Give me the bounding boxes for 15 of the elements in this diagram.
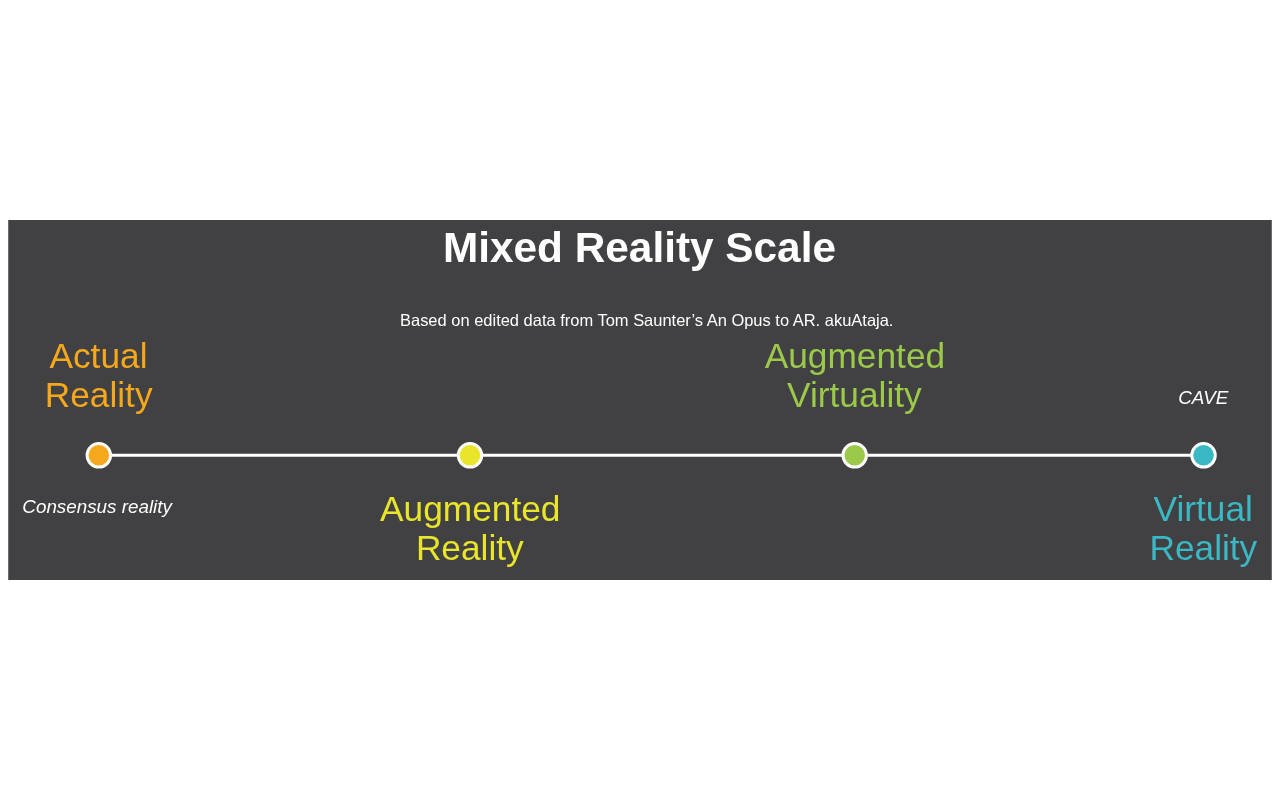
node-circle (456, 442, 484, 469)
connector (110, 453, 459, 457)
node-label: Consensus reality (22, 495, 172, 517)
node-label: Augmented Virtuality (764, 336, 946, 415)
node-circle (1190, 442, 1217, 469)
node-label: Actual Reality (44, 336, 153, 415)
diagram-title: Mixed Reality Scale (442, 224, 836, 272)
connector (481, 453, 843, 457)
node-circle (841, 442, 868, 469)
node-circle (85, 442, 113, 469)
node-label: Virtual Reality (1149, 489, 1258, 567)
connector (866, 453, 1192, 457)
node-label: Augmented Reality (380, 489, 561, 567)
node-label: CAVE (1178, 387, 1229, 409)
caption: Based on edited data from Tom Saunter’s An Opus to AR. akuAtaja. (400, 311, 894, 330)
